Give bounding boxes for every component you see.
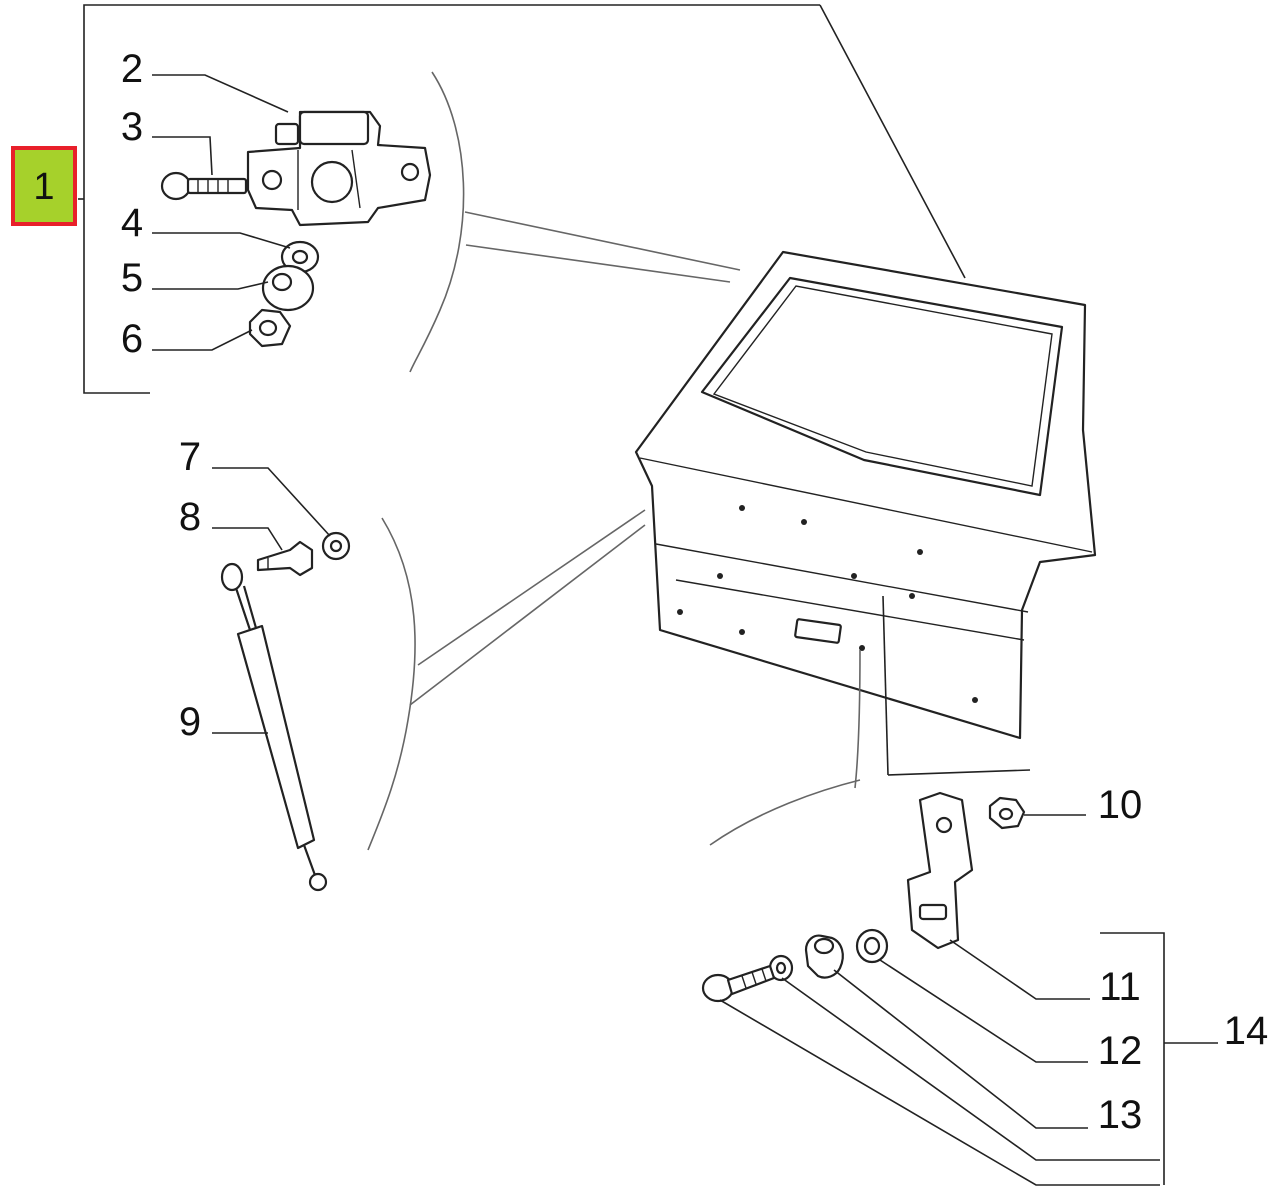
callout-8[interactable]: 8	[179, 495, 201, 539]
striker-washer[interactable]	[768, 954, 794, 982]
callout-12[interactable]: 12	[1098, 1029, 1143, 1073]
lock-detail-arcs	[409, 71, 741, 373]
striker-screw[interactable]	[855, 928, 889, 964]
callout-1-label: 1	[33, 166, 54, 208]
callout-10[interactable]: 10	[1098, 783, 1143, 827]
gas-strut[interactable]	[220, 562, 328, 892]
callout-2[interactable]: 2	[121, 47, 143, 91]
lock-assembly-bracket	[78, 4, 966, 394]
striker-nut[interactable]	[988, 796, 1026, 830]
callout-leaders	[152, 74, 1218, 1186]
striker-spacer[interactable]	[804, 934, 844, 979]
callout-9[interactable]: 9	[179, 700, 201, 744]
ball-stud[interactable]	[256, 540, 314, 577]
callout-3-label: 3	[121, 105, 143, 149]
tailgate-leaders	[709, 595, 1031, 846]
callout-10-label: 10	[1098, 783, 1143, 827]
washer-small[interactable]	[280, 240, 320, 274]
callout-11-label: 11	[1099, 965, 1141, 1009]
callout-13[interactable]: 13	[1098, 1093, 1143, 1137]
callout-14-label: 14	[1224, 1009, 1269, 1053]
lock-spacer[interactable]	[261, 264, 315, 312]
callout-1-highlight	[11, 146, 77, 226]
callout-6[interactable]: 6	[121, 317, 143, 361]
callout-14[interactable]: 14	[1224, 1009, 1269, 1053]
tailgate-lock[interactable]	[246, 110, 432, 227]
callout-7[interactable]: 7	[179, 435, 201, 479]
lock-nut[interactable]	[248, 308, 292, 348]
callout-5[interactable]: 5	[121, 256, 143, 300]
lock-screw[interactable]	[160, 171, 248, 201]
callout-2-label: 2	[121, 47, 143, 91]
callout-8-label: 8	[179, 495, 201, 539]
callout-5-label: 5	[121, 256, 143, 300]
callout-4[interactable]: 4	[121, 201, 143, 245]
callout-7-label: 7	[179, 435, 201, 479]
callout-11[interactable]: 11	[1099, 965, 1141, 1009]
strut-bushing[interactable]	[321, 531, 351, 561]
callout-9-label: 9	[179, 700, 201, 744]
tailgate[interactable]	[634, 250, 1097, 740]
callout-3[interactable]: 3	[121, 105, 143, 149]
strut-detail-arcs	[367, 509, 646, 851]
callout-12-label: 12	[1098, 1029, 1143, 1073]
callout-4-label: 4	[121, 201, 143, 245]
callout-13-label: 13	[1098, 1093, 1143, 1137]
callout-6-label: 6	[121, 317, 143, 361]
striker-bolt[interactable]	[701, 964, 776, 1003]
striker-bracket[interactable]	[906, 791, 974, 950]
callout-1[interactable]: 1	[11, 146, 77, 226]
